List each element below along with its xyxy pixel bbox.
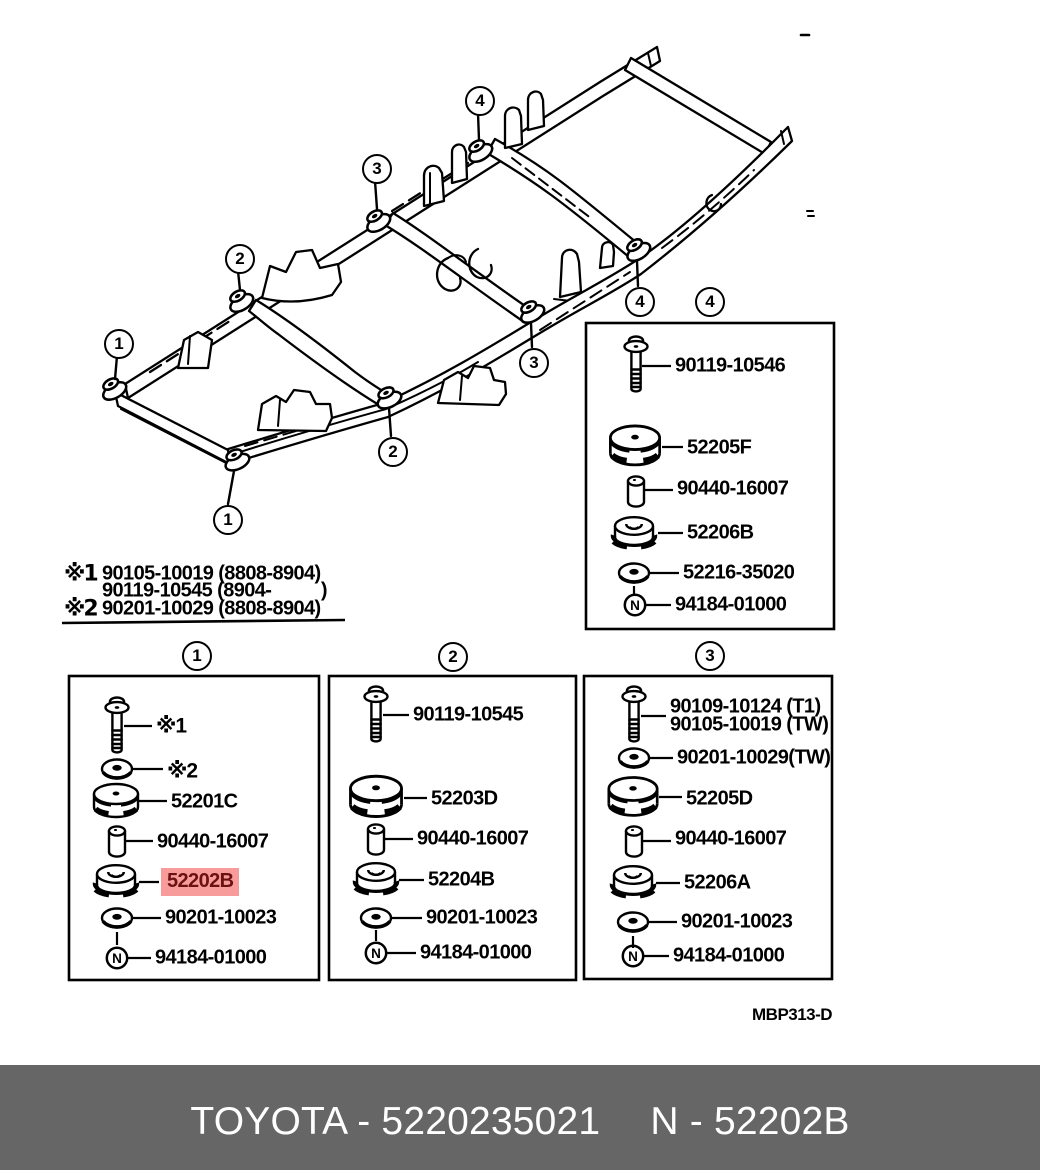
washer-icon bbox=[617, 746, 651, 770]
washer-icon bbox=[617, 561, 651, 585]
footer-brand-part: TOYOTA - 5220235021 bbox=[190, 1099, 601, 1143]
washer-icon bbox=[100, 757, 134, 781]
washer-icon bbox=[616, 910, 650, 934]
part-label[interactable]: 90440-16007 bbox=[417, 827, 529, 850]
part-label[interactable]: 52205F bbox=[687, 436, 752, 459]
part-label[interactable]: 90105-10019 (TW) bbox=[670, 713, 829, 736]
note-marker-1: ※1 bbox=[64, 561, 99, 587]
callout-1-front-left[interactable]: 1 bbox=[104, 329, 134, 359]
callout-4-right[interactable]: 4 bbox=[625, 287, 655, 317]
washer-icon bbox=[100, 906, 134, 930]
svg-text:N: N bbox=[630, 598, 640, 613]
crossmember-4 bbox=[485, 137, 639, 259]
frame-art bbox=[96, 33, 815, 767]
detail-box-1-outline bbox=[67, 674, 321, 982]
part-label[interactable]: 52203D bbox=[431, 787, 498, 810]
box-1-icons bbox=[94, 696, 167, 970]
upper-cushion-icon bbox=[610, 426, 659, 465]
detail-boxes bbox=[67, 321, 836, 982]
part-label[interactable]: 90119-10545 bbox=[413, 703, 524, 726]
part-label[interactable]: 94184-01000 bbox=[155, 946, 267, 969]
callout-2-left[interactable]: 2 bbox=[225, 244, 255, 274]
part-label[interactable]: 90440-16007 bbox=[675, 827, 787, 850]
svg-text:N: N bbox=[371, 946, 381, 961]
note-marker-2: ※2 bbox=[64, 596, 99, 622]
part-label-highlighted[interactable]: 52202B bbox=[161, 868, 240, 896]
part-label[interactable]: 94184-01000 bbox=[675, 593, 787, 616]
rear-crossmember bbox=[623, 56, 773, 156]
note-text-1: 90105-10019 (8808-8904) bbox=[102, 562, 321, 585]
svg-text:N: N bbox=[628, 949, 638, 964]
footer-part-number: N - 52202B bbox=[650, 1099, 850, 1143]
part-label[interactable]: ※1 bbox=[156, 714, 187, 738]
diagram-code: MBP313-D bbox=[752, 1005, 833, 1024]
box-3-icons bbox=[609, 685, 682, 968]
box-3-callout[interactable]: 3 bbox=[695, 641, 725, 671]
part-label[interactable]: ※2 bbox=[167, 759, 198, 783]
washer-icon bbox=[359, 906, 393, 930]
front-crossmember bbox=[113, 390, 232, 466]
upper-cushion-icon bbox=[609, 777, 657, 815]
crossmember-2 bbox=[247, 298, 388, 407]
part-label[interactable]: 90201-10023 bbox=[681, 910, 793, 933]
part-label[interactable]: 90201-10029(TW) bbox=[677, 746, 831, 769]
part-label[interactable]: 52201C bbox=[171, 790, 238, 813]
part-label[interactable]: 52206A bbox=[684, 871, 751, 894]
note-text-3: 90201-10029 (8808-8904) bbox=[102, 597, 321, 620]
part-label[interactable]: 94184-01000 bbox=[673, 944, 785, 967]
part-label[interactable]: 90201-10023 bbox=[426, 906, 538, 929]
svg-text:N: N bbox=[112, 951, 122, 966]
part-label[interactable]: 90201-10023 bbox=[165, 906, 277, 929]
part-label[interactable]: 90119-10546 bbox=[675, 354, 786, 377]
note-text-2: 90119-10545 (8904- ) bbox=[102, 579, 328, 602]
callout-1-front-bottom[interactable]: 1 bbox=[213, 505, 243, 535]
callout-2-right[interactable]: 2 bbox=[378, 437, 408, 467]
box-2-icons bbox=[350, 685, 427, 965]
part-label[interactable]: 90109-10124 (T1) bbox=[670, 695, 821, 718]
crossmember-3 bbox=[383, 211, 533, 324]
box-4-callout[interactable]: 4 bbox=[695, 287, 725, 317]
callout-4-left[interactable]: 4 bbox=[465, 86, 495, 116]
upper-cushion-icon bbox=[94, 784, 138, 817]
part-label[interactable]: 94184-01000 bbox=[420, 941, 532, 964]
part-label[interactable]: 52204B bbox=[428, 868, 495, 891]
nut-letters: N N N N bbox=[112, 598, 640, 966]
box-2-callout[interactable]: 2 bbox=[438, 642, 468, 672]
part-label[interactable]: 90440-16007 bbox=[157, 830, 269, 853]
part-label[interactable]: 52205D bbox=[686, 787, 753, 810]
part-label[interactable]: 90440-16007 bbox=[677, 477, 789, 500]
callout-3-right[interactable]: 3 bbox=[519, 348, 549, 378]
footer-bar: TOYOTA - 5220235021 N - 52202B bbox=[0, 1065, 1040, 1170]
part-label[interactable]: 52216-35020 bbox=[683, 561, 795, 584]
callout-3-left[interactable]: 3 bbox=[362, 154, 392, 184]
box-1-callout[interactable]: 1 bbox=[182, 641, 212, 671]
callout-leaders bbox=[113, 111, 640, 506]
upper-cushion-icon bbox=[350, 776, 401, 816]
near-rail bbox=[223, 125, 794, 466]
box-4-icons bbox=[610, 335, 683, 617]
part-label[interactable]: 52206B bbox=[687, 521, 754, 544]
notes-underline bbox=[61, 618, 346, 625]
